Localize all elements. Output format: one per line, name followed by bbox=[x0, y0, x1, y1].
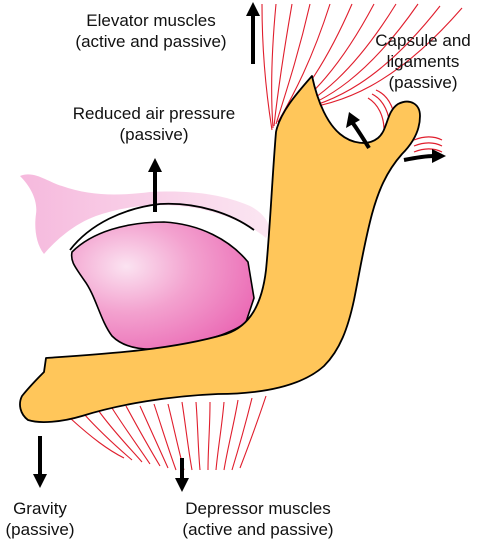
label-depressor-muscles: Depressor muscles (active and passive) bbox=[158, 498, 358, 540]
tongue bbox=[70, 221, 255, 350]
mandible bbox=[19, 75, 421, 423]
label-elevator-muscles: Elevator muscles (active and passive) bbox=[56, 10, 246, 52]
capsule-arrow-icon bbox=[346, 112, 371, 150]
air-pressure-arrow-icon bbox=[148, 158, 162, 212]
label-capsule-line3: (passive) bbox=[388, 73, 458, 92]
label-air-line1: Reduced air pressure bbox=[72, 104, 236, 123]
label-capsule-line1: Capsule and bbox=[375, 31, 471, 50]
label-air-line2: (passive) bbox=[119, 125, 189, 144]
elevator-arrow-icon bbox=[246, 2, 260, 64]
gravity-arrow-icon bbox=[33, 436, 47, 488]
label-capsule-ligaments: Capsule and ligaments (passive) bbox=[368, 30, 478, 93]
palate bbox=[20, 174, 270, 254]
label-depressor-line2: (active and passive) bbox=[182, 520, 334, 539]
label-depressor-line1: Depressor muscles bbox=[185, 499, 331, 518]
depressor-arrow-icon bbox=[175, 458, 189, 492]
condyle-forward-arrow-icon bbox=[403, 149, 446, 163]
depressor-muscle bbox=[69, 395, 267, 471]
label-gravity: Gravity (passive) bbox=[0, 498, 80, 540]
label-elevator-line1: Elevator muscles bbox=[86, 11, 216, 30]
label-reduced-air-pressure: Reduced air pressure (passive) bbox=[58, 103, 250, 145]
label-capsule-line2: ligaments bbox=[386, 52, 460, 71]
label-gravity-line1: Gravity bbox=[13, 499, 67, 518]
label-gravity-line2: (passive) bbox=[5, 520, 75, 539]
palate-outline bbox=[69, 202, 255, 251]
label-elevator-line2: (active and passive) bbox=[75, 32, 227, 51]
